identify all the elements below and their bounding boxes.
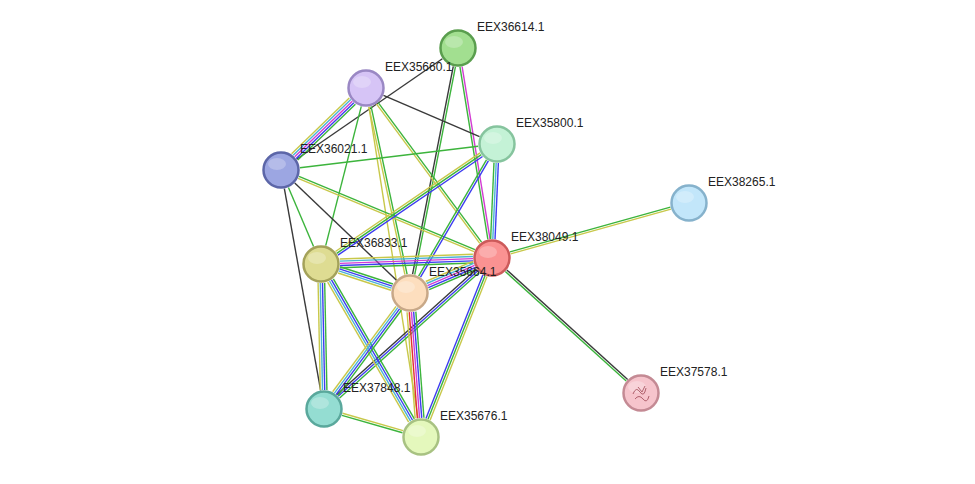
node-label: EEX38049.1 (511, 230, 578, 244)
evidence-strand (407, 312, 415, 418)
interaction-edge (383, 95, 479, 136)
protein-node: EEX35676.1 (402, 418, 440, 456)
protein-node: EEX36833.1 (302, 245, 340, 283)
node-circle (670, 184, 708, 222)
interaction-edge (298, 176, 475, 251)
node-sheen (268, 158, 286, 170)
node-label: EEX35676.1 (440, 409, 507, 423)
node-circle (305, 390, 343, 428)
evidence-strand (337, 269, 477, 395)
evidence-strand (383, 95, 479, 136)
node-sheen (397, 281, 415, 293)
node-circle (404, 420, 439, 455)
node-sheen (628, 381, 646, 393)
node-sheen (408, 425, 426, 437)
node-label: EEX35660.1 (385, 60, 452, 74)
evidence-strand (333, 306, 396, 391)
evidence-strand (510, 207, 670, 252)
evidence-strand (491, 163, 494, 239)
node-circle (391, 274, 429, 312)
interaction-edge (284, 189, 320, 391)
evidence-strand (334, 308, 397, 393)
interaction-edge (426, 275, 487, 420)
evidence-strand (413, 66, 454, 274)
node-sheen (479, 246, 497, 258)
interaction-edge (342, 413, 403, 433)
evidence-strand (505, 272, 626, 381)
node-circle (402, 418, 440, 456)
evidence-strand (430, 276, 487, 420)
node-circle (349, 71, 384, 106)
evidence-strand (326, 106, 362, 245)
interaction-edge (376, 103, 481, 244)
interaction-edge (413, 66, 456, 274)
protein-node: EEX36021.1 (262, 151, 300, 189)
interaction-edge (326, 106, 362, 245)
protein-node: EEX35660.1 (347, 69, 385, 107)
evidence-strand (426, 275, 483, 419)
evidence-strand (337, 155, 482, 254)
evidence-strand (284, 189, 320, 391)
evidence-strand (335, 153, 480, 252)
node-circle (480, 127, 515, 162)
evidence-strand (318, 283, 320, 390)
protein-node: EEX37578.1 (622, 374, 660, 412)
node-sheen (353, 76, 371, 88)
node-circle (672, 186, 707, 221)
protein-node: EEX37848.1 (305, 390, 343, 428)
protein-node: EEX35800.1 (478, 125, 516, 163)
node-circle (393, 276, 428, 311)
evidence-strand (376, 104, 479, 243)
node-circle (622, 374, 660, 412)
interaction-edge (338, 267, 393, 291)
interaction-edge (288, 187, 313, 246)
evidence-strand (339, 269, 392, 286)
node-circle (302, 245, 340, 283)
node-label: EEX36833.1 (340, 236, 407, 250)
interaction-edge (505, 270, 627, 381)
evidence-strand (343, 413, 403, 430)
evidence-strand (428, 276, 485, 420)
node-circle (264, 153, 299, 188)
evidence-strand (339, 271, 392, 288)
structure-icon (633, 386, 649, 401)
evidence-strand (511, 209, 671, 254)
node-label: EEX35800.1 (516, 116, 583, 130)
evidence-strand (340, 267, 393, 284)
node-label: EEX37578.1 (660, 365, 727, 379)
evidence-strand (338, 273, 391, 290)
node-label: EEX36614.1 (477, 20, 544, 34)
evidence-strand (340, 254, 473, 259)
node-label: EEX38265.1 (708, 175, 775, 189)
evidence-strand (288, 187, 313, 246)
node-label: EEX35664.1 (429, 265, 496, 279)
node-sheen (308, 252, 326, 264)
node-circle (347, 69, 385, 107)
node-label: EEX37848.1 (343, 381, 410, 395)
evidence-strand (507, 270, 628, 379)
node-sheen (484, 132, 502, 144)
interaction-edge (318, 283, 327, 390)
interaction-edge (510, 207, 671, 254)
interaction-edge (407, 312, 424, 419)
node-sheen (445, 36, 463, 48)
node-circle (624, 376, 659, 411)
evidence-strand (298, 178, 474, 251)
node-circle (478, 125, 516, 163)
node-circle (307, 392, 342, 427)
interaction-edge (491, 163, 499, 239)
node-sheen (676, 191, 694, 203)
node-sheen (311, 397, 329, 409)
node-circle (262, 151, 300, 189)
protein-node: EEX35664.1 (391, 274, 429, 312)
protein-node: EEX38265.1 (670, 184, 708, 222)
evidence-strand (338, 157, 483, 256)
evidence-strand (415, 67, 456, 275)
node-circle (304, 247, 339, 282)
node-label: EEX36021.1 (300, 142, 367, 156)
evidence-strand (342, 415, 402, 432)
